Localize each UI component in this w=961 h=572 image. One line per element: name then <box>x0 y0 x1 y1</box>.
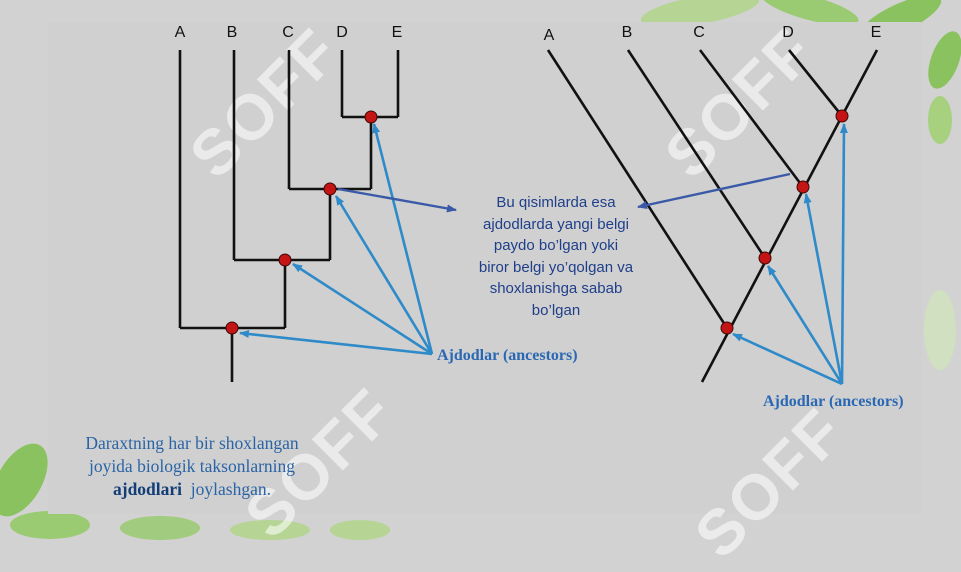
right-tip-label-d: D <box>782 24 794 41</box>
left-nodes <box>225 110 378 335</box>
left-node-bcde <box>278 253 292 267</box>
left-node-de <box>364 110 378 124</box>
callout-line-1: Bu qisimlarda esa <box>496 194 616 211</box>
right-node-root <box>720 321 734 335</box>
left-tip-label-d: D <box>336 24 348 41</box>
callout-line-5: shoxlanishga sabab <box>489 280 623 298</box>
left-tip-label-a: A <box>174 24 186 41</box>
right-tip-label-e: E <box>870 24 882 41</box>
leaf-decoration-top-right <box>0 0 961 540</box>
cladogram-diagram <box>178 49 879 386</box>
ancestors-label-right: Ajdodlar (ancestors) <box>763 393 904 410</box>
caption-rest: joylashgan. <box>190 479 271 499</box>
callout-text: Bu qisimlarda esa ajdodlarda yangi belgi… <box>452 192 660 322</box>
left-tip-label-c: C <box>282 24 294 41</box>
callout-line-2: ajdodlarda yangi belgi <box>483 215 629 233</box>
caption-bold: ajdodlari <box>113 479 183 499</box>
right-tip-label-c: C <box>693 24 705 41</box>
left-node-root <box>225 321 239 335</box>
caption-line-2: joyida biologik taksonlarning <box>88 456 296 476</box>
callout-arrows <box>337 172 791 213</box>
callout-line-6: bo’lgan <box>531 301 581 319</box>
left-node-cde <box>323 182 337 196</box>
right-branch-c <box>698 49 805 188</box>
right-node-de <box>835 109 849 123</box>
right-node-bcde <box>758 251 772 265</box>
right-node-cde <box>796 180 810 194</box>
caption-line-1: Daraxtning har bir shoxlangan <box>85 433 299 453</box>
left-arrows <box>239 123 434 356</box>
right-branch-a <box>546 49 729 329</box>
callout-line-3: paydo bo’lgan yoki <box>493 237 619 255</box>
right-branch-d <box>787 49 844 117</box>
right-branch-b <box>626 49 767 259</box>
right-arrows <box>732 123 848 386</box>
right-tip-label-a: A <box>543 27 555 44</box>
left-tip-label-b: B <box>226 24 238 41</box>
caption: Daraxtning har bir shoxlangan joyida bio… <box>56 432 328 501</box>
right-nodes <box>720 109 849 335</box>
left-tip-label-e: E <box>391 24 403 41</box>
right-spine <box>700 115 844 383</box>
callout-line-4: biror belgi yo’qolgan va <box>478 258 634 276</box>
ancestors-label-left: Ajdodlar (ancestors) <box>437 347 578 364</box>
right-tree <box>546 49 879 383</box>
content-panel <box>48 22 922 514</box>
right-tip-label-b: B <box>621 24 633 41</box>
left-tree <box>178 50 400 382</box>
right-branch-e <box>840 49 879 117</box>
caption-line-3: ajdodlari joylashgan. <box>56 478 328 501</box>
